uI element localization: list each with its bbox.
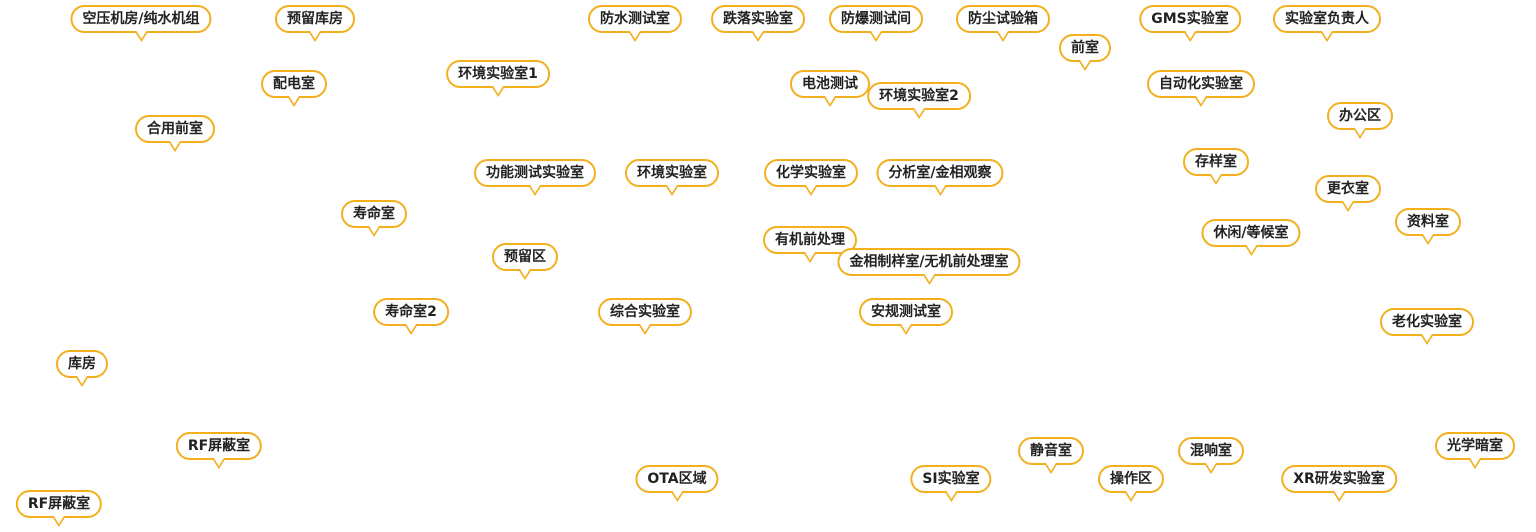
room-marker-env-lab-2[interactable]: 环境实验室2 bbox=[867, 82, 971, 110]
room-marker-drop-lab[interactable]: 跌落实验室 bbox=[711, 5, 805, 33]
room-marker-label: 电池测试 bbox=[802, 76, 858, 92]
room-marker-chemistry-lab[interactable]: 化学实验室 bbox=[764, 159, 858, 187]
room-marker-dust-chamber[interactable]: 防尘试验箱 bbox=[956, 5, 1050, 33]
room-marker-label: RF屏蔽室 bbox=[187, 438, 251, 454]
room-marker-lab-manager[interactable]: 实验室负责人 bbox=[1273, 5, 1381, 33]
room-marker-label: 合用前室 bbox=[147, 121, 203, 137]
room-marker-explosion-test[interactable]: 防爆测试间 bbox=[829, 5, 923, 33]
room-marker-archive-room[interactable]: 资料室 bbox=[1395, 208, 1461, 236]
room-marker-label: 前室 bbox=[1071, 40, 1099, 56]
room-marker-life-room-2[interactable]: 寿命室2 bbox=[373, 298, 449, 326]
room-marker-safety-test[interactable]: 安规测试室 bbox=[859, 298, 953, 326]
room-marker-env-lab-1[interactable]: 环境实验室1 bbox=[446, 60, 550, 88]
room-marker-analysis-room[interactable]: 分析室/金相观察 bbox=[876, 159, 1004, 187]
room-marker-label: 防水测试室 bbox=[600, 11, 670, 27]
room-marker-ota-area[interactable]: OTA区域 bbox=[635, 465, 719, 493]
room-marker-label: 光学暗室 bbox=[1447, 438, 1503, 454]
room-marker-function-test-lab[interactable]: 功能测试实验室 bbox=[474, 159, 596, 187]
room-marker-label: 库房 bbox=[68, 356, 96, 372]
room-marker-quiet-room[interactable]: 静音室 bbox=[1018, 437, 1084, 465]
room-marker-label: 实验室负责人 bbox=[1285, 11, 1369, 27]
room-marker-label: 安规测试室 bbox=[871, 304, 941, 320]
room-marker-label: 办公区 bbox=[1339, 108, 1381, 124]
room-marker-rf-shield-room-2[interactable]: RF屏蔽室 bbox=[15, 490, 103, 518]
room-marker-label: OTA区域 bbox=[647, 471, 707, 487]
room-marker-rf-shield-room[interactable]: RF屏蔽室 bbox=[175, 432, 263, 460]
room-marker-shared-anteroom[interactable]: 合用前室 bbox=[135, 115, 215, 143]
room-marker-metallography-prep[interactable]: 金相制样室/无机前处理室 bbox=[837, 248, 1021, 276]
room-marker-label: 休闲/等候室 bbox=[1213, 225, 1289, 241]
room-marker-label: 分析室/金相观察 bbox=[888, 165, 992, 181]
room-marker-label: 预留库房 bbox=[287, 11, 343, 27]
room-marker-label: 环境实验室 bbox=[637, 165, 707, 181]
room-marker-label: 资料室 bbox=[1407, 214, 1449, 230]
room-marker-label: 化学实验室 bbox=[776, 165, 846, 181]
room-marker-label: 寿命室2 bbox=[385, 304, 437, 320]
room-marker-operation-area[interactable]: 操作区 bbox=[1098, 465, 1164, 493]
room-marker-battery-test[interactable]: 电池测试 bbox=[790, 70, 870, 98]
room-marker-label: 环境实验室1 bbox=[458, 66, 538, 82]
room-marker-reverb-room[interactable]: 混响室 bbox=[1178, 437, 1244, 465]
room-marker-reserved-warehouse[interactable]: 预留库房 bbox=[275, 5, 355, 33]
room-marker-label: 金相制样室/无机前处理室 bbox=[849, 254, 1009, 270]
room-marker-anteroom[interactable]: 前室 bbox=[1059, 34, 1111, 62]
room-marker-label: 防尘试验箱 bbox=[968, 11, 1038, 27]
room-marker-label: 寿命室 bbox=[353, 206, 395, 222]
room-marker-office[interactable]: 办公区 bbox=[1327, 102, 1393, 130]
room-marker-label: XR研发实验室 bbox=[1293, 471, 1385, 487]
room-marker-aging-lab[interactable]: 老化实验室 bbox=[1380, 308, 1474, 336]
room-marker-label: RF屏蔽室 bbox=[27, 496, 91, 512]
room-marker-gms-lab[interactable]: GMS实验室 bbox=[1139, 5, 1241, 33]
room-marker-label: 自动化实验室 bbox=[1159, 76, 1243, 92]
room-marker-label: 跌落实验室 bbox=[723, 11, 793, 27]
room-marker-label: 防爆测试间 bbox=[841, 11, 911, 27]
room-marker-label: 存样室 bbox=[1195, 154, 1237, 170]
room-marker-label: 预留区 bbox=[504, 249, 546, 265]
room-marker-label: 配电室 bbox=[273, 76, 315, 92]
room-marker-label: 更衣室 bbox=[1327, 181, 1369, 197]
room-marker-xr-lab[interactable]: XR研发实验室 bbox=[1281, 465, 1397, 493]
room-marker-power-room[interactable]: 配电室 bbox=[261, 70, 327, 98]
room-marker-reserved-area[interactable]: 预留区 bbox=[492, 243, 558, 271]
room-marker-label: 有机前处理 bbox=[775, 232, 845, 248]
room-marker-label: 综合实验室 bbox=[610, 304, 680, 320]
room-marker-label: 老化实验室 bbox=[1392, 314, 1462, 330]
room-marker-label: GMS实验室 bbox=[1151, 11, 1229, 27]
room-marker-label: 静音室 bbox=[1030, 443, 1072, 459]
room-marker-automation-lab[interactable]: 自动化实验室 bbox=[1147, 70, 1255, 98]
room-marker-sample-storage[interactable]: 存样室 bbox=[1183, 148, 1249, 176]
room-marker-label: 功能测试实验室 bbox=[486, 165, 584, 181]
room-marker-waterproof-test[interactable]: 防水测试室 bbox=[588, 5, 682, 33]
room-marker-lounge[interactable]: 休闲/等候室 bbox=[1201, 219, 1301, 247]
room-marker-label: SI实验室 bbox=[922, 471, 980, 487]
room-marker-label: 空压机房/纯水机组 bbox=[82, 11, 200, 27]
room-marker-label: 操作区 bbox=[1110, 471, 1152, 487]
room-marker-label: 混响室 bbox=[1190, 443, 1232, 459]
room-marker-optical-darkroom[interactable]: 光学暗室 bbox=[1435, 432, 1515, 460]
room-marker-env-lab[interactable]: 环境实验室 bbox=[625, 159, 719, 187]
room-marker-organic-prep[interactable]: 有机前处理 bbox=[763, 226, 857, 254]
room-marker-si-lab[interactable]: SI实验室 bbox=[910, 465, 992, 493]
room-marker-label: 环境实验室2 bbox=[879, 88, 959, 104]
room-marker-general-lab[interactable]: 综合实验室 bbox=[598, 298, 692, 326]
room-marker-changing-room[interactable]: 更衣室 bbox=[1315, 175, 1381, 203]
room-marker-life-room[interactable]: 寿命室 bbox=[341, 200, 407, 228]
room-marker-warehouse[interactable]: 库房 bbox=[56, 350, 108, 378]
room-marker-compressor-room[interactable]: 空压机房/纯水机组 bbox=[70, 5, 212, 33]
